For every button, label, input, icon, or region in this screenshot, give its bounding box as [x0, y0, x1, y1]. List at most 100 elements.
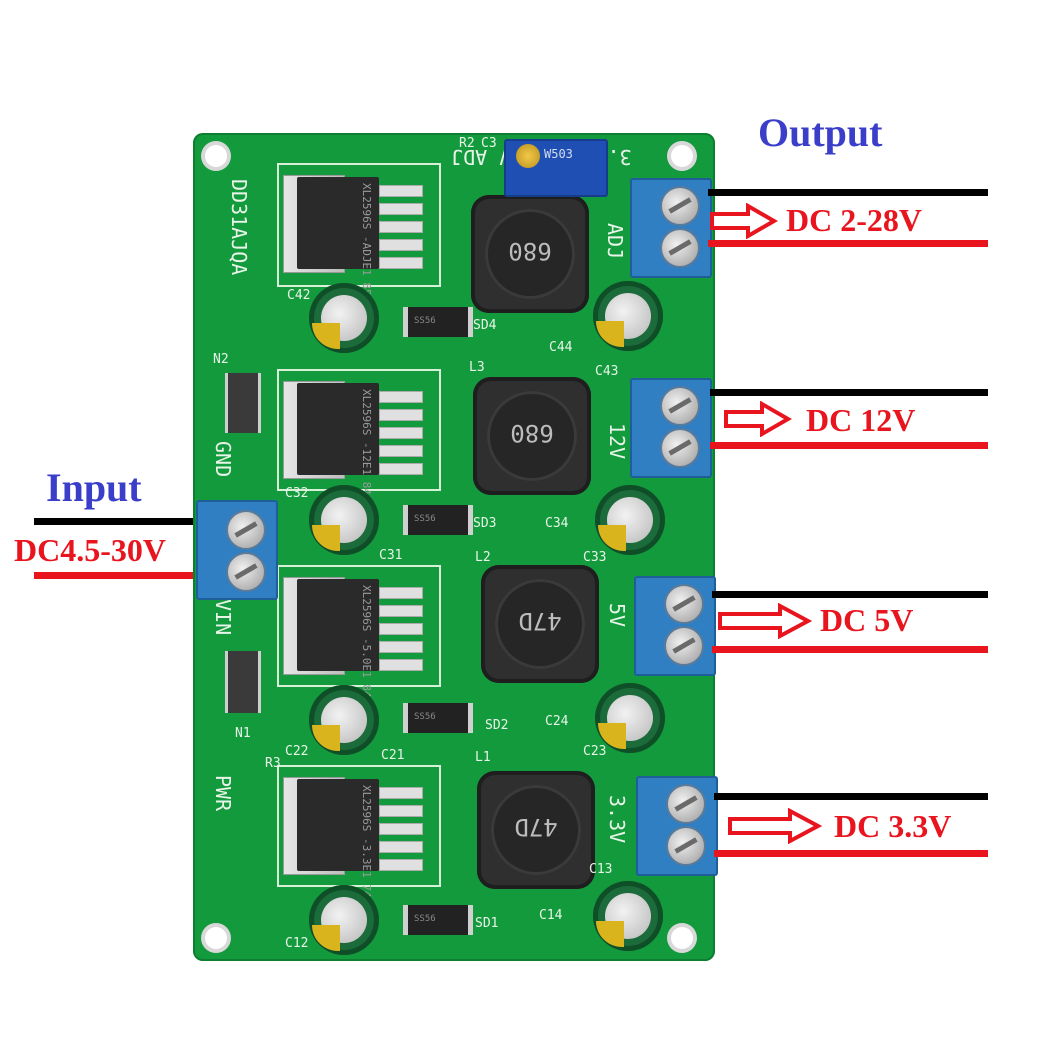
- ref-label: C21: [381, 748, 405, 763]
- ref-label: C24: [545, 714, 569, 729]
- ref-label: N1: [235, 726, 251, 741]
- ref-label: C31: [379, 548, 403, 563]
- gnd-silk: GND: [211, 441, 235, 478]
- inductor-code: 47D: [514, 813, 558, 841]
- board-model: DD31AJQA: [227, 179, 251, 276]
- ref-label: C13: [589, 862, 613, 877]
- mount-hole: [205, 927, 227, 949]
- electrolytic-capacitor: [309, 885, 379, 955]
- inductor-code: 680: [510, 419, 554, 447]
- screw-icon[interactable]: [660, 428, 700, 468]
- output-wire-black: [710, 389, 988, 396]
- ref-label: R3: [265, 756, 281, 771]
- inductor-code: 680: [508, 237, 552, 265]
- input-header: Input: [46, 465, 142, 510]
- output-wire-black: [708, 189, 988, 196]
- protection-diode: [225, 373, 261, 433]
- ref-label: C34: [545, 516, 569, 531]
- inductor: 47D: [477, 771, 595, 889]
- ref-label: L1: [475, 750, 491, 765]
- ref-label: SD4: [473, 318, 497, 333]
- inductor: 47D: [481, 565, 599, 683]
- arrow-right-icon: [728, 808, 822, 844]
- mount-hole: [205, 145, 227, 167]
- output-terminal-12v[interactable]: [630, 378, 712, 478]
- ref-label: C22: [285, 744, 309, 759]
- ref-label: SD3: [473, 516, 497, 531]
- ref-label: N2: [213, 352, 229, 367]
- output-silk-adj: ADJ: [603, 223, 627, 260]
- screw-icon[interactable]: [660, 228, 700, 268]
- regulator-ic: XL2596S -5.0E1 84044: [283, 573, 429, 717]
- output-label-12v: DC 12V: [806, 402, 916, 438]
- schottky-diode: SS56: [403, 703, 473, 733]
- electrolytic-capacitor: [593, 281, 663, 351]
- ref-label: SD2: [485, 718, 509, 733]
- ref-label: C33: [583, 550, 607, 565]
- screw-icon[interactable]: [664, 584, 704, 624]
- output-wire-red: [712, 646, 988, 653]
- regulator-ic: XL2596S -3.3E1 74895: [283, 773, 429, 917]
- input-wire-red: [34, 572, 216, 579]
- output-label-5v: DC 5V: [820, 602, 914, 638]
- output-terminal-3v3[interactable]: [636, 776, 718, 876]
- electrolytic-capacitor: [593, 881, 663, 951]
- trim-potentiometer: W503: [504, 139, 608, 197]
- output-silk-3v3: 3.3V: [605, 795, 629, 844]
- screw-icon[interactable]: [666, 826, 706, 866]
- inductor: 680: [473, 377, 591, 495]
- input-wire-black: [34, 518, 216, 525]
- ref-label: C23: [583, 744, 607, 759]
- arrow-right-icon: [724, 401, 792, 437]
- inductor: 680: [471, 195, 589, 313]
- protection-diode: [225, 651, 261, 713]
- screw-icon[interactable]: [226, 552, 266, 592]
- output-wire-red: [708, 240, 988, 247]
- output-silk-5v: 5V: [605, 603, 629, 628]
- arrow-right-icon: [718, 603, 812, 639]
- output-wire-red: [714, 850, 988, 857]
- output-terminal-5v[interactable]: [634, 576, 716, 676]
- output-terminal-adj[interactable]: [630, 178, 712, 278]
- screw-icon[interactable]: [660, 386, 700, 426]
- vin-silk: VIN: [211, 599, 235, 636]
- input-voltage-label: DC4.5-30V: [14, 532, 166, 568]
- screw-icon[interactable]: [660, 186, 700, 226]
- schottky-diode: SS56: [403, 505, 473, 535]
- mount-hole: [671, 927, 693, 949]
- electrolytic-capacitor: [309, 485, 379, 555]
- ref-label: SD1: [475, 916, 499, 931]
- regulator-ic: XL2596S -12E1 84685: [283, 377, 429, 515]
- trim-knob-icon: [516, 144, 540, 168]
- ref-label: C12: [285, 936, 309, 951]
- pot-marking: W503: [544, 147, 573, 161]
- screw-icon[interactable]: [666, 784, 706, 824]
- ref-label: C3: [481, 136, 497, 151]
- screw-icon[interactable]: [226, 510, 266, 550]
- arrow-right-icon: [710, 203, 778, 239]
- output-wire-black: [712, 591, 988, 598]
- ic-outline: [277, 765, 441, 887]
- electrolytic-capacitor: [309, 685, 379, 755]
- ic-outline: [277, 565, 441, 687]
- schottky-diode: SS56: [403, 307, 473, 337]
- pcb-board: 3.3V 5V 12V ADJ DD31AJQA XL2596S -ADJE1 …: [193, 133, 715, 961]
- mount-hole: [671, 145, 693, 167]
- output-wire-red: [710, 442, 988, 449]
- schottky-diode: SS56: [403, 905, 473, 935]
- screw-icon[interactable]: [664, 626, 704, 666]
- ref-label: C14: [539, 908, 563, 923]
- electrolytic-capacitor: [595, 683, 665, 753]
- ref-label: C43: [595, 364, 619, 379]
- ref-label: R2: [459, 136, 475, 151]
- ref-label: C32: [285, 486, 309, 501]
- regulator-ic: XL2596S -ADJE1 85038: [283, 171, 429, 315]
- output-label-3v3: DC 3.3V: [834, 808, 952, 844]
- ref-label: L3: [469, 360, 485, 375]
- ref-label: L2: [475, 550, 491, 565]
- input-terminal-block[interactable]: [196, 500, 278, 600]
- electrolytic-capacitor: [309, 283, 379, 353]
- electrolytic-capacitor: [595, 485, 665, 555]
- inductor-code: 47D: [518, 607, 562, 635]
